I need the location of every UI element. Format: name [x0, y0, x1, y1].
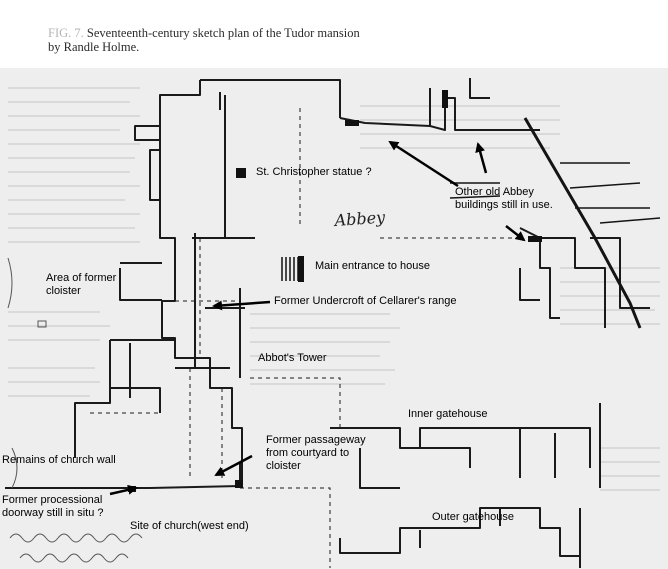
- label-inner-gatehouse: Inner gatehouse: [408, 408, 488, 420]
- arrow-to-undercroft: [212, 300, 271, 311]
- label-other-abbey-buildings: Other old Abbey buildings still in use.: [455, 186, 553, 211]
- margin-scribbles: [7, 257, 143, 563]
- arrow-to-north-tower: [475, 142, 488, 174]
- arrow-to-passageway: [214, 454, 253, 477]
- figure-number: FIG. 7.: [48, 26, 84, 40]
- label-st-christopher-statue: St. Christopher statue ?: [256, 166, 372, 178]
- entrance-steps: [281, 257, 299, 281]
- label-church-site: Site of church(west end): [130, 520, 249, 532]
- label-former-cloister: Area of former cloister: [46, 272, 117, 297]
- label-cellarers-undercroft: Former Undercroft of Cellarer's range: [274, 295, 457, 307]
- sketch-scribbles: [449, 162, 661, 224]
- sketch-plan-drawing: Abbey: [5, 78, 661, 568]
- handwritten-abbey-annotation: Abbey: [332, 207, 387, 230]
- label-church-wall: Remains of church wall: [2, 454, 116, 466]
- annotation-arrows: [109, 140, 526, 496]
- label-abbots-tower: Abbot's Tower: [258, 352, 327, 364]
- plan-walls: [5, 78, 650, 568]
- arrow-to-processional-doorway: [109, 484, 138, 496]
- sketch-plan-scan: Abbey St. Christopher statue ? Other old…: [0, 68, 668, 569]
- label-processional-doorway: Former processional doorway still in sit…: [2, 494, 104, 519]
- label-former-passageway: Former passageway from courtyard to cloi…: [266, 434, 366, 472]
- arrow-to-east-buildings: [505, 225, 526, 242]
- arrow-to-north-buildings: [388, 140, 459, 188]
- label-main-entrance: Main entrance to house: [315, 260, 430, 272]
- diagonal-boundary-wall: [523, 117, 642, 329]
- figure-caption: FIG. 7. Seventeenth-century sketch plan …: [48, 26, 368, 54]
- caption-text: Seventeenth-century sketch plan of the T…: [48, 26, 360, 54]
- plan-dashed-lines: [90, 108, 520, 568]
- label-outer-gatehouse: Outer gatehouse: [432, 511, 514, 523]
- background-page-text: [8, 87, 660, 491]
